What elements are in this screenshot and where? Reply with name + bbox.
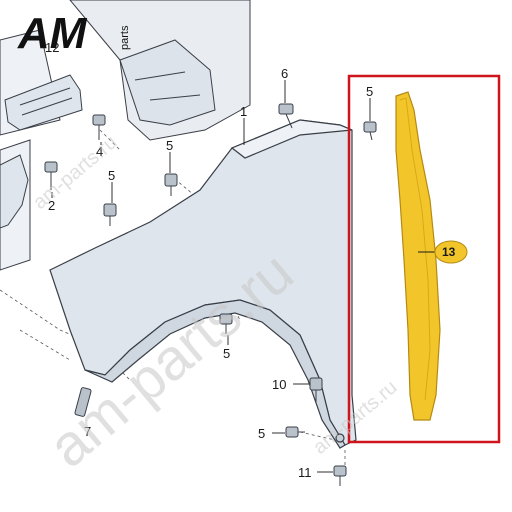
bolt-10-icon [309,377,323,402]
callout-12: 12 [45,40,59,55]
clip-2-icon [44,161,58,190]
callout-5-top-right: 5 [366,84,373,99]
bolt-6-icon [278,103,294,129]
bracket-part-2 [0,154,29,229]
callout-4: 4 [96,144,103,159]
logo-am-text: AM [17,9,88,58]
callout-5-left: 5 [108,168,115,183]
callout-labels: 6 1 5 5 5 4 12 2 5 7 10 5 11 [45,40,373,480]
callout-leaders [51,80,435,473]
bracket-part-12 [4,74,83,131]
trim-strip-part-13 [395,91,441,421]
callout-13-badge: 13 [434,240,468,264]
am-parts-logo: AM parts [17,9,131,58]
callout-11: 11 [298,465,312,480]
highlight-box [347,74,501,444]
bolt-11-icon [333,465,347,486]
screw-7-icon [74,387,92,417]
bolt-5b-icon [164,173,178,196]
bolt-5e-icon [285,426,305,438]
callout-7: 7 [84,424,91,439]
logo-parts-text: parts [119,25,131,50]
fasteners [44,103,377,486]
callout-6: 6 [281,66,288,81]
callout-5-bottom: 5 [258,426,265,441]
callout-5-center: 5 [166,138,173,153]
bolt-5d-icon [219,313,233,334]
callout-1: 1 [240,104,247,119]
callout-2: 2 [48,198,55,213]
svg-text:13: 13 [442,245,456,259]
callout-10: 10 [272,377,286,392]
bolt-5a-icon [363,121,377,141]
front-fender-part-1 [49,119,357,449]
callout-5-lower: 5 [223,346,230,361]
bolt-5c-icon [103,203,117,226]
bolt-4-icon [92,114,106,140]
